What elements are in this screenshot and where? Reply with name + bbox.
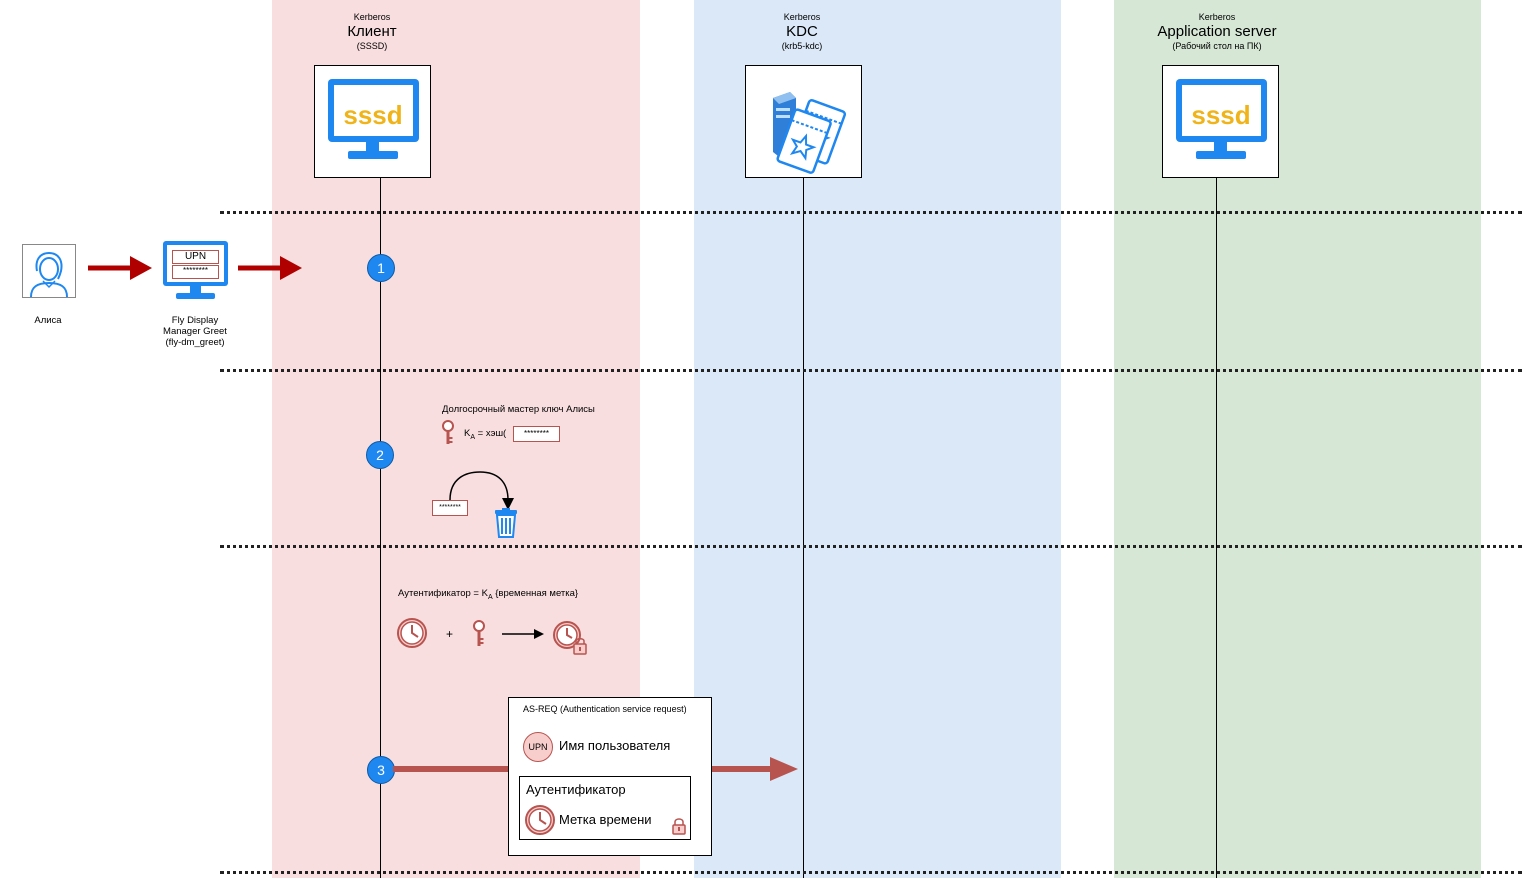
hashed-password-field: ******** <box>513 426 560 442</box>
clock-icon <box>525 805 555 835</box>
authenticator-box: Аутентификатор Метка времени <box>519 776 691 840</box>
section-separator <box>220 369 1522 372</box>
sssd-monitor-icon: sssd <box>328 79 419 159</box>
step-2-badge: 2 <box>366 441 394 469</box>
sssd-logo-text: sssd <box>343 100 402 130</box>
kdc-icon-box <box>745 65 862 178</box>
clock-icon <box>397 618 427 648</box>
authenticator-suffix: {временная метка} <box>492 588 579 599</box>
master-key-formula: KA = хэш( <box>464 428 506 441</box>
greeter-monitor: UPN ******** <box>162 240 229 302</box>
kdc-lifeline <box>803 177 804 878</box>
client-header-subtitle: (SSSD) <box>356 41 388 51</box>
section-separator <box>220 871 1522 874</box>
arrow-to-client <box>238 256 302 280</box>
greeter-label: Fly Display Manager Greet (fly-dm_greet) <box>150 315 240 348</box>
key-icon <box>442 420 454 444</box>
kdc-header-kerberos: Kerberos <box>783 12 821 22</box>
formula-k: K <box>464 428 471 439</box>
app-icon-box: sssd <box>1162 65 1279 178</box>
client-header-title: Клиент <box>347 23 397 40</box>
step-1-badge: 1 <box>367 254 395 282</box>
kdc-header-subtitle: (krb5-kdc) <box>781 41 823 51</box>
formula-hash: = хэш( <box>475 428 507 439</box>
arrow-to-greeter <box>88 256 152 280</box>
greeter-upn-field: UPN <box>172 250 219 264</box>
greeter-label-line1: Fly Display <box>171 315 219 326</box>
trash-icon <box>495 508 517 538</box>
greeter-password-field: ******** <box>172 265 219 279</box>
client-header: Kerberos Клиент (SSSD) <box>262 12 482 52</box>
app-header-subtitle: (Рабочий стол на ПК) <box>1172 41 1262 51</box>
locked-clock-icon <box>553 621 587 655</box>
kdc-header-title: KDC <box>786 23 818 40</box>
sssd-monitor-icon: sssd <box>1176 79 1267 159</box>
encrypt-arrow <box>502 629 544 639</box>
user-icon <box>30 251 68 298</box>
user-label: Алиса <box>34 315 62 326</box>
as-req-title: AS-REQ (Authentication service request) <box>523 704 687 714</box>
upn-badge: UPN <box>523 732 553 762</box>
key-icon <box>473 620 485 646</box>
plus-sign: + <box>446 627 454 641</box>
client-header-kerberos: Kerberos <box>353 12 391 22</box>
greeter-label-line3: (fly-dm_greet) <box>165 337 225 348</box>
formula-k-subscript: A <box>470 433 476 441</box>
app-header: Kerberos Application server (Рабочий сто… <box>1107 12 1327 52</box>
greeter-label-line2: Manager Greet <box>163 326 227 337</box>
section-separator <box>220 545 1522 548</box>
authenticator-subscript: A <box>487 593 493 601</box>
section-separator <box>220 211 1522 214</box>
username-label: Имя пользователя <box>559 738 671 753</box>
server-tickets-icon <box>773 92 847 174</box>
master-key-title: Долгосрочный мастер ключ Алисы <box>442 404 595 415</box>
discarded-password-field: ******** <box>432 500 468 516</box>
authenticator-prefix: Аутентификатор = K <box>398 588 488 599</box>
discard-arrow <box>449 471 514 510</box>
authenticator-title: Аутентификатор <box>526 782 626 797</box>
authenticator-formula: Аутентификатор = KA {временная метка} <box>398 588 578 601</box>
app-lifeline <box>1216 177 1217 878</box>
client-lifeline <box>380 177 381 878</box>
sssd-logo-text: sssd <box>1191 100 1250 130</box>
app-header-kerberos: Kerberos <box>1198 12 1236 22</box>
kdc-header: Kerberos KDC (krb5-kdc) <box>692 12 912 52</box>
step-3-badge: 3 <box>367 756 395 784</box>
lock-icon <box>672 818 686 835</box>
timestamp-label: Метка времени <box>559 812 652 827</box>
user-avatar <box>22 244 76 298</box>
client-icon-box: sssd <box>314 65 431 178</box>
app-header-title: Application server <box>1157 23 1277 40</box>
